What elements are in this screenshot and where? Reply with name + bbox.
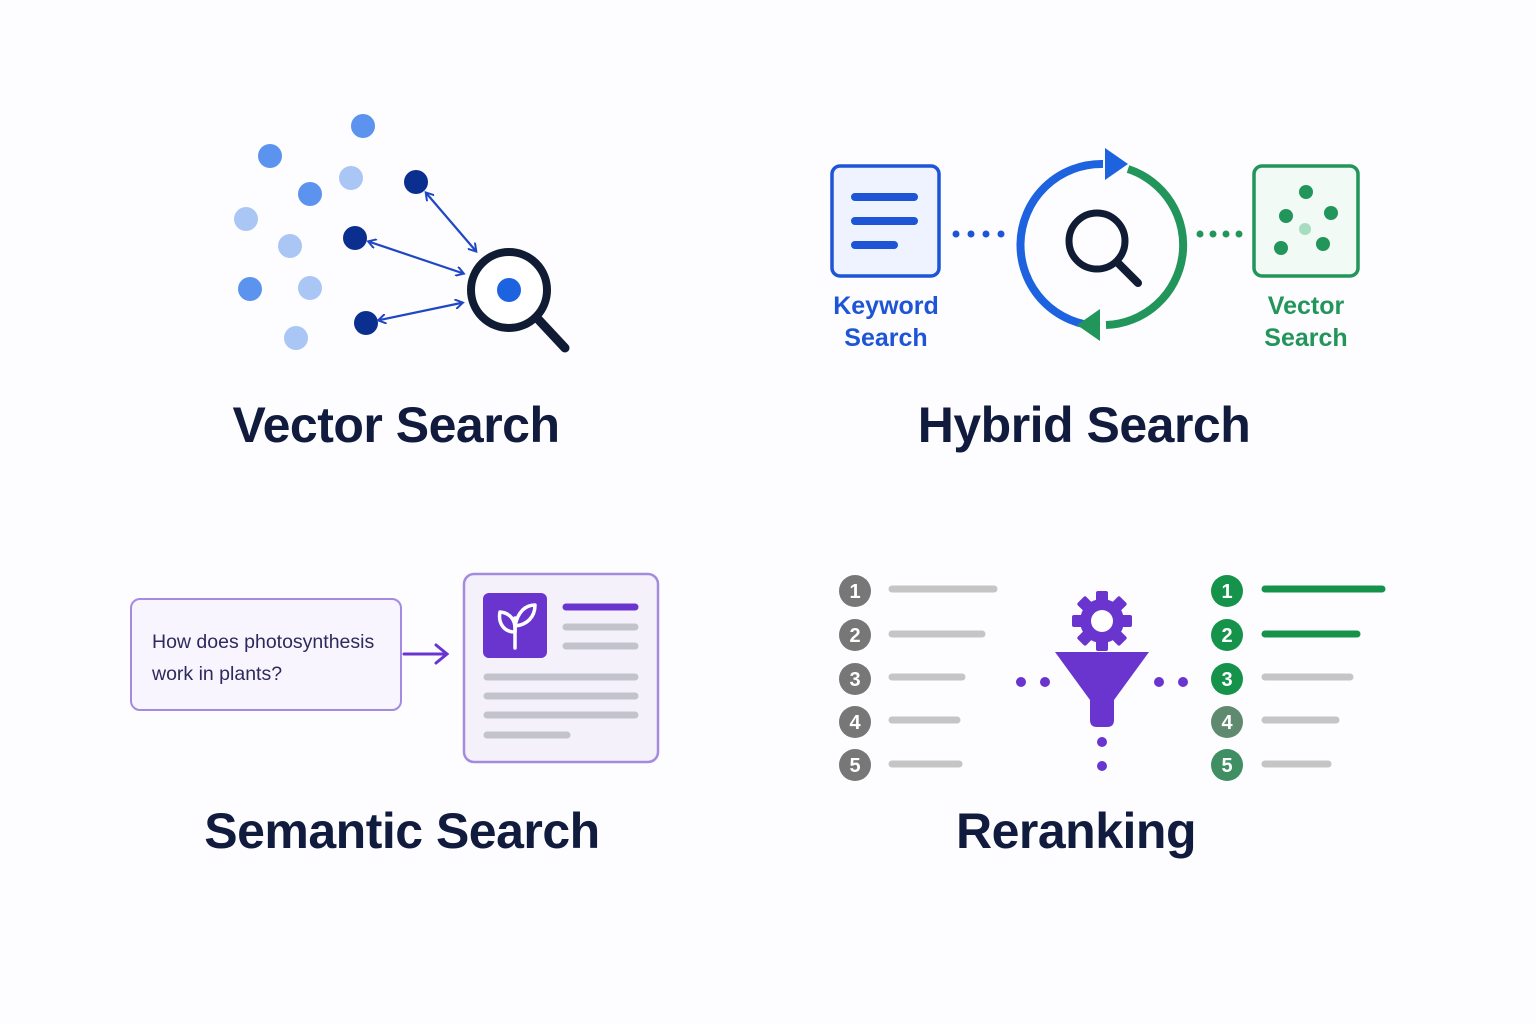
arrow-right-icon	[402, 643, 450, 665]
vector-dots-icon	[1252, 164, 1360, 278]
document-lines-icon	[830, 164, 941, 278]
data-point-dots	[234, 114, 375, 350]
keyword-search-label: Keyword Search	[816, 290, 956, 354]
rank-number: 1	[849, 581, 860, 603]
rank-number: 2	[849, 625, 860, 647]
ranked-list-input: 1 2 3 4 5	[839, 575, 998, 781]
rank-number: 5	[849, 755, 860, 777]
reranking-title: Reranking	[955, 803, 1197, 859]
rank-number: 4	[849, 712, 861, 734]
vector-search-title: Vector Search	[232, 397, 560, 453]
rank-number: 5	[1221, 755, 1232, 777]
ranked-list-output: 1 2 3 4 5	[1211, 575, 1386, 781]
query-text-line: work in plants?	[152, 663, 283, 685]
query-box: How does photosynthesis work in plants?	[130, 598, 402, 711]
magnifier-icon	[1065, 209, 1142, 287]
arrow-icon	[370, 194, 475, 320]
vector-search-illustration	[234, 114, 570, 353]
vector-search-label: Vector Search	[1236, 290, 1376, 354]
nearest-neighbor-dots	[343, 170, 428, 335]
magnifier-icon	[467, 248, 570, 353]
semantic-search-illustration	[402, 572, 660, 764]
rank-number: 2	[1221, 625, 1232, 647]
cycle-arrows-icon	[1016, 148, 1188, 341]
keyword-search-label-line: Search	[844, 324, 928, 352]
dotted-connector	[1196, 230, 1243, 238]
plant-icon	[497, 603, 537, 650]
rank-number: 3	[849, 669, 860, 691]
hybrid-search-illustration	[830, 148, 1360, 341]
semantic-search-title: Semantic Search	[204, 803, 600, 859]
keyword-search-label-line: Keyword	[833, 292, 939, 320]
vector-search-label-line: Vector	[1267, 292, 1345, 320]
funnel-icon	[1055, 652, 1149, 727]
rank-number: 3	[1221, 669, 1232, 691]
gear-icon	[1072, 591, 1132, 651]
rank-number: 1	[1221, 581, 1232, 603]
dotted-connector	[1016, 677, 1188, 771]
vector-search-label-line: Search	[1264, 324, 1348, 352]
query-text-line: How does photosynthesis	[152, 631, 375, 653]
dotted-connector	[952, 230, 1005, 238]
hybrid-search-title: Hybrid Search	[917, 397, 1251, 453]
rank-number: 4	[1221, 712, 1233, 734]
